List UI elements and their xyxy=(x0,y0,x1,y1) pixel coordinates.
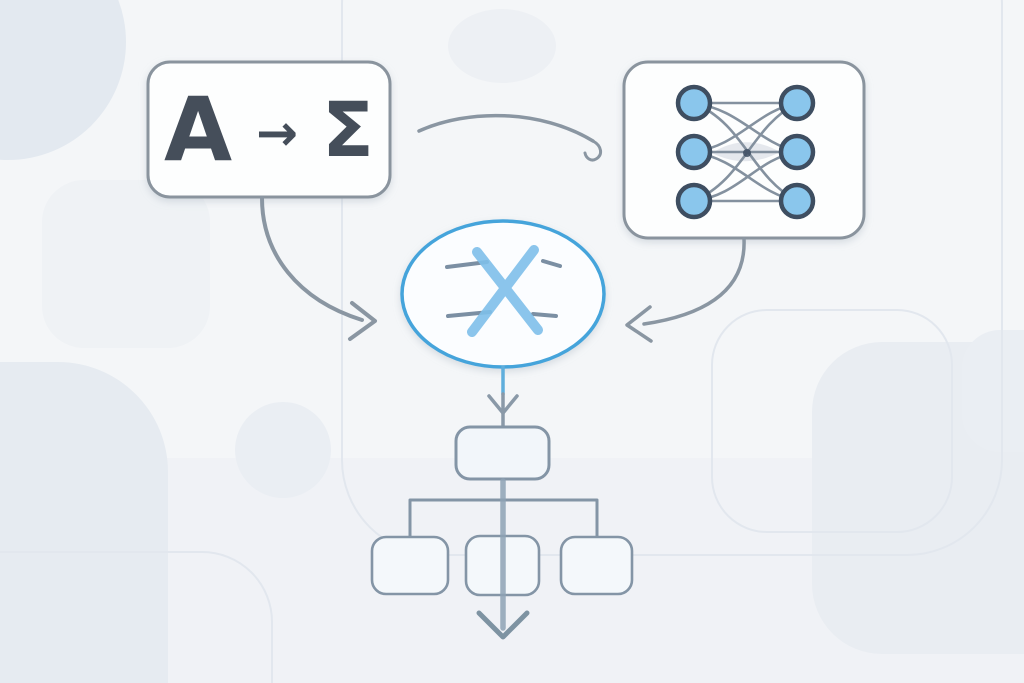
eye-pupil-dot xyxy=(743,149,751,157)
arrow-formula-to-network xyxy=(417,113,602,162)
formula-box xyxy=(146,60,392,199)
tree-child-box-right xyxy=(559,535,634,596)
arrow-hook-head xyxy=(583,139,602,162)
bg-blob-right-edge xyxy=(962,330,1024,452)
nn-node-left-2 xyxy=(675,133,713,171)
tree-root-box xyxy=(454,425,551,481)
bg-circle-top-left xyxy=(0,0,126,160)
formula-symbol-a: A xyxy=(164,77,233,181)
formula-text: A → Σ xyxy=(148,62,390,197)
nn-node-left-3 xyxy=(675,182,713,220)
arrowhead-down-icon xyxy=(487,394,519,415)
bg-ellipse-top-center xyxy=(448,9,556,83)
formula-arrow-icon: → xyxy=(256,103,299,162)
nn-node-right-1 xyxy=(778,84,816,122)
bg-blob-bottom-left xyxy=(0,362,168,683)
tree-structure xyxy=(370,425,634,640)
formula-symbol-sigma: Σ xyxy=(322,84,374,174)
arrow-formula-to-crossover xyxy=(260,196,377,341)
crossover-x-icon xyxy=(467,245,543,337)
bg-outline-rect-center xyxy=(341,0,1003,556)
bg-rounded-square-left xyxy=(42,180,210,348)
neural-network-box xyxy=(622,60,866,240)
nn-node-left-1 xyxy=(675,84,713,122)
arrowhead-right-icon xyxy=(348,301,377,341)
bg-outline-rect-bottom-left xyxy=(0,551,273,683)
connector-crossover-to-root xyxy=(487,365,519,428)
nn-node-right-2 xyxy=(778,133,816,171)
nn-node-right-3 xyxy=(778,182,816,220)
arrowhead-left-icon xyxy=(625,305,653,343)
arrow-network-to-crossover xyxy=(625,237,746,343)
crossover-node xyxy=(400,219,606,369)
tree-bottom-arrowhead-icon xyxy=(476,610,530,640)
tree-child-box-left xyxy=(370,535,450,596)
bg-circle-mid-left xyxy=(235,402,331,498)
neural-network-nodes xyxy=(675,84,816,220)
bg-outline-rect-bottom-right xyxy=(711,309,953,533)
